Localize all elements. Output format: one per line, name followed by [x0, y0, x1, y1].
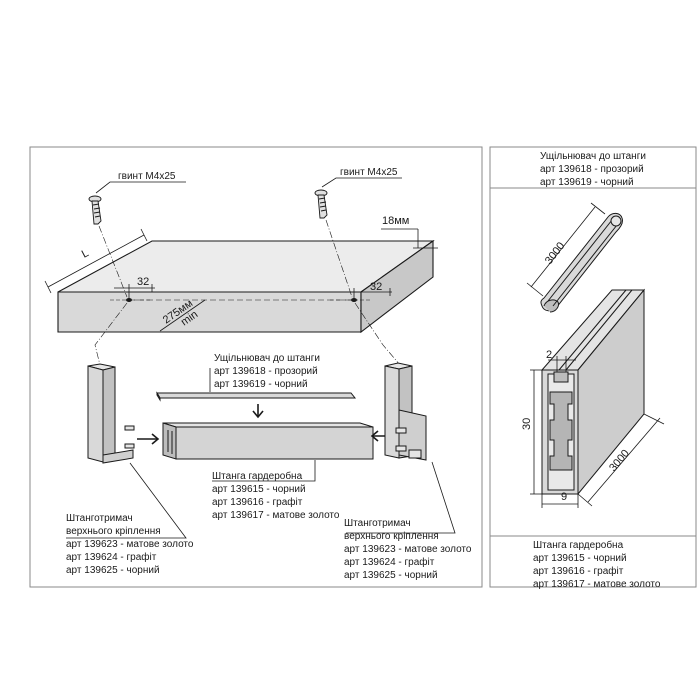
seal-title: Ущільнювач до штанги	[214, 353, 320, 364]
holder-right-line-2: арт 139624 - графіт	[344, 557, 435, 568]
right-seal-label: Ущільнювач до штанги арт 139618 - прозор…	[540, 150, 646, 189]
dim-seal-length-line	[526, 202, 606, 297]
right-rail-label: Штанга гардеробна арт 139615 - чорний ар…	[533, 539, 660, 591]
dim-32-left-label: 32	[137, 276, 149, 288]
holder-right-line-1: арт 139623 - матове золото	[344, 544, 472, 555]
screw-left-leader	[95, 181, 186, 194]
rail-label: Штанга гардеробна арт 139615 - чорний ар…	[212, 470, 339, 522]
holder-right-leader	[346, 461, 456, 534]
holder-right-title-2: верхнього кріплення	[344, 531, 439, 542]
rail-line-1: арт 139615 - чорний	[212, 484, 306, 495]
right-rail-line-1: арт 139615 - чорний	[533, 553, 627, 564]
holder-left	[87, 363, 135, 464]
holder-left-line-3: арт 139625 - чорний	[66, 565, 160, 576]
rail-bar	[162, 422, 374, 460]
dim-rail-length-line	[577, 413, 665, 507]
right-panel-frame	[489, 146, 697, 588]
holder-left-label: Штанготримач верхнього кріплення арт 139…	[66, 512, 193, 577]
shelf-board	[57, 239, 435, 334]
holder-left-title-2: верхнього кріплення	[66, 526, 161, 537]
right-rail-title: Штанга гардеробна	[533, 540, 624, 551]
rail-line-2: арт 139616 - графіт	[212, 497, 303, 508]
holder-left-title-1: Штанготримач	[66, 513, 133, 524]
right-rail-line-3: арт 139617 - матове золото	[533, 579, 661, 590]
holder-left-line-2: арт 139624 - графіт	[66, 552, 157, 563]
holder-right-label: Штанготримач верхнього кріплення арт 139…	[344, 517, 471, 582]
screw-left-icon	[88, 195, 102, 225]
seal-line-1: арт 139618 - прозорий	[214, 366, 318, 377]
rail-title: Штанга гардеробна	[212, 471, 303, 482]
holder-right-title-1: Штанготримач	[344, 518, 411, 529]
holder-left-line-1: арт 139623 - матове золото	[66, 539, 194, 550]
right-seal-line-2: арт 139619 - чорний	[540, 177, 634, 188]
dim-30-label: 30	[521, 418, 533, 430]
right-rail-line-2: арт 139616 - графіт	[533, 566, 624, 577]
holder-left-leader	[66, 462, 187, 539]
dim-30-line	[530, 369, 542, 495]
dim-32-left-line	[114, 284, 155, 298]
dim-9-label: 9	[561, 491, 567, 503]
screw-right-label: гвинт М4х25	[340, 167, 398, 178]
seal-label: Ущільнювач до штанги арт 139618 - прозор…	[214, 352, 320, 391]
holder-right-line-3: арт 139625 - чорний	[344, 570, 438, 581]
left-panel-frame	[29, 146, 483, 588]
dim-18mm-line	[381, 228, 438, 249]
screw-right-leader	[321, 177, 402, 188]
dim-32-right-label: 32	[370, 281, 382, 293]
dim-2-line	[548, 356, 576, 372]
rail-leader	[212, 460, 316, 482]
right-seal-title: Ущільнювач до штанги	[540, 151, 646, 162]
dim-2-label: 2	[546, 349, 552, 361]
rail-profile	[540, 288, 646, 496]
seal-strip	[156, 391, 357, 402]
dim-seal-length-label: 3000	[543, 240, 568, 267]
dim-32-right-line	[352, 288, 392, 298]
holder-right	[384, 362, 427, 461]
arrow-down-icon	[252, 404, 264, 419]
dim-l-label: L	[80, 247, 91, 260]
dim-9-line	[541, 494, 579, 508]
seal-line-2: арт 139619 - чорний	[214, 379, 308, 390]
rail-line-3: арт 139617 - матове золото	[212, 510, 340, 521]
screw-right-icon	[314, 189, 328, 219]
dim-275-line	[159, 299, 206, 332]
screw-left-label: гвинт М4х25	[118, 171, 176, 182]
dim-18mm-label: 18мм	[382, 215, 409, 227]
seal-profile	[540, 212, 623, 313]
dim-l-line	[44, 228, 148, 294]
guide-lines	[94, 219, 401, 366]
right-seal-line-1: арт 139618 - прозорий	[540, 164, 644, 175]
arrow-right-icon	[137, 433, 160, 445]
